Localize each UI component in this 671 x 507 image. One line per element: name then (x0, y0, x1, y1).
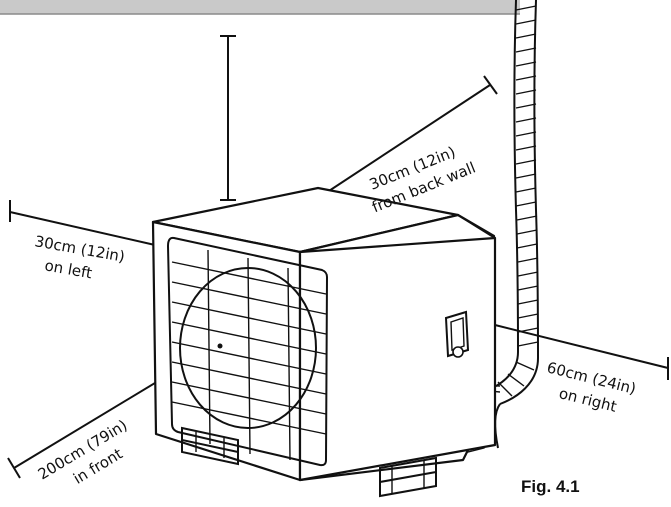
back-clearance-line (299, 75, 498, 211)
mount-foot-right (379, 456, 437, 498)
label-left-line2: on left (43, 256, 93, 282)
label-back-wall: 30cm (12in) from back wall (367, 143, 478, 216)
top-clearance-line (220, 35, 236, 201)
right-clearance-line (494, 324, 669, 380)
side-valve-cover (444, 310, 470, 358)
fan-grille (166, 236, 329, 467)
label-right: 60cm (24in) on right (545, 358, 638, 415)
mount-foot-left (181, 426, 239, 466)
top-banner (0, 0, 520, 14)
unit-side-face-panel (298, 236, 497, 482)
label-left: 30cm (12in) on left (33, 232, 126, 282)
unit-top-edge (457, 214, 496, 239)
label-front: 200cm (79in) in front (35, 416, 131, 488)
figure-caption: Fig. 4.1 (521, 477, 580, 496)
left-clearance-line (9, 200, 156, 246)
